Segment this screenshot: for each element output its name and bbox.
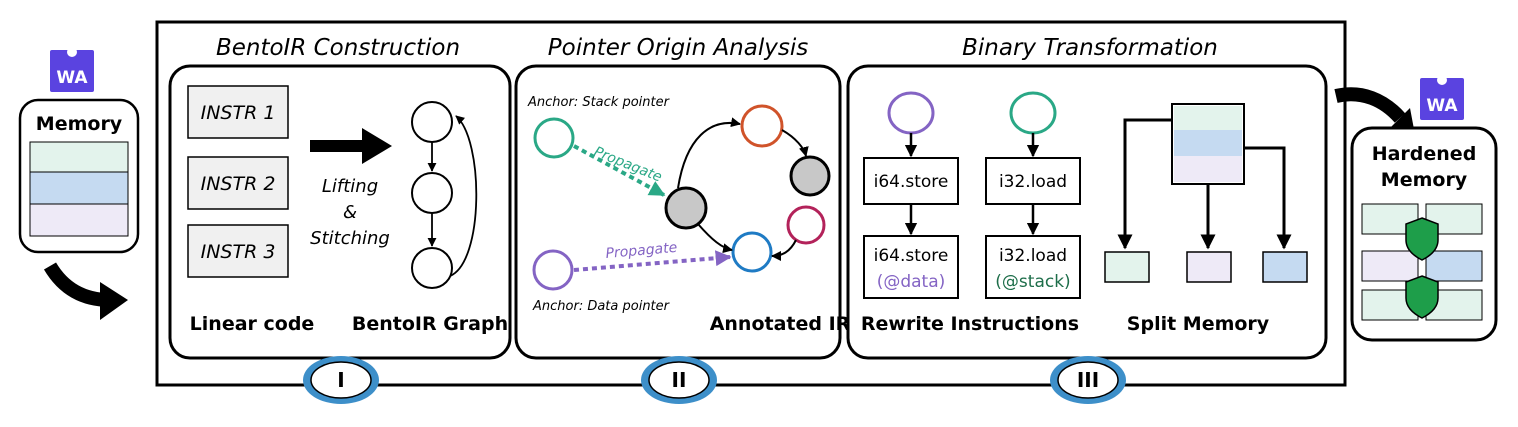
- split-block-green: [1104, 251, 1150, 283]
- split-source-green: [1174, 106, 1242, 130]
- input-curved-arrow-head: [100, 282, 128, 320]
- input-memory-label: Memory: [36, 113, 123, 135]
- split-memory-label: Split Memory: [1127, 313, 1270, 335]
- store-tag-text: (@data): [877, 272, 946, 292]
- hardened-label-2: Memory: [1381, 169, 1468, 191]
- numeral-inner-3: [1057, 361, 1119, 399]
- propagate-data-arrow: [573, 250, 732, 272]
- lifting-arrow: [310, 128, 392, 164]
- ir-node-gray-right: [789, 155, 831, 197]
- ir-edge-gray-blue: [697, 223, 733, 254]
- section-analysis: Pointer Origin Analysis Anchor: Stack po…: [514, 35, 851, 404]
- hardened-block-blue: [1425, 250, 1483, 282]
- input-module: WA Memory: [18, 47, 140, 320]
- construction-title: BentoIR Construction: [216, 35, 460, 61]
- analysis-title: Pointer Origin Analysis: [548, 35, 808, 61]
- store-rewritten-text: i64.store: [874, 246, 949, 266]
- load-pointer-node: [1009, 91, 1057, 135]
- numeral-text-3: III: [1077, 368, 1099, 392]
- output-module: WA Hardened Memory: [1334, 75, 1498, 342]
- propagate-data-text: Propagate: [605, 240, 678, 262]
- ir-node-red: [740, 104, 784, 148]
- wa-badge-notch: [67, 47, 77, 57]
- hardened-wa-badge-icon: [1420, 78, 1464, 120]
- numeral-inner-2: [648, 361, 710, 399]
- annotated-ir-label: Annotated IR: [710, 313, 851, 335]
- input-badge-text: WA: [56, 68, 88, 88]
- ir-node-gray-center: [664, 186, 708, 230]
- bento-node-1: [411, 101, 453, 143]
- ir-node-magenta: [786, 205, 826, 245]
- ir-edge-gray-red: [677, 117, 741, 189]
- split-source-blue: [1174, 130, 1242, 156]
- linear-code-label: Linear code: [190, 313, 315, 335]
- memory-segment-blue: [29, 171, 129, 205]
- ir-edge-magenta-blue: [771, 239, 797, 261]
- anchor-stack-label: Anchor: Stack pointer: [527, 95, 671, 110]
- load-rewritten-box: [985, 235, 1081, 299]
- load-original-text: i32.load: [999, 172, 1067, 192]
- lifting-text-1: Lifting: [322, 176, 378, 197]
- instr-label-2: INSTR 2: [201, 173, 276, 195]
- shield-icon: [1405, 217, 1439, 261]
- pipeline-frame: [155, 20, 1347, 387]
- ir-edge-red-gray: [781, 129, 809, 157]
- bento-node-2: [411, 172, 453, 214]
- load-original-box: [985, 157, 1081, 205]
- split-edge-blue: [1244, 146, 1292, 250]
- instr-box-3: [187, 224, 289, 278]
- numeral-inner-1: [310, 361, 372, 399]
- section-transformation: Binary Transformation i64.store i64.stor…: [846, 35, 1328, 404]
- lifting-text-2: &: [343, 202, 357, 223]
- anchor-data-label: Anchor: Data pointer: [532, 299, 671, 314]
- ir-node-blue: [731, 231, 773, 273]
- transformation-title: Binary Transformation: [962, 35, 1218, 61]
- instr-label-1: INSTR 1: [201, 102, 276, 124]
- hardened-block-green-right: [1425, 203, 1483, 235]
- data-anchor-node: [532, 249, 574, 291]
- hardened-block-lavender: [1361, 250, 1419, 282]
- store-original-box: [863, 157, 959, 205]
- numeral-text-1: I: [337, 368, 344, 392]
- rewrite-label: Rewrite Instructions: [861, 313, 1079, 335]
- propagate-stack-arrow: [573, 144, 666, 197]
- section-construction: BentoIR Construction INSTR 1 INSTR 2 INS…: [168, 35, 512, 404]
- split-edge-green: [1117, 118, 1172, 250]
- load-rewritten-text: i32.load: [999, 246, 1067, 266]
- memory-segment-lavender: [29, 203, 129, 237]
- lifting-text-3: Stitching: [310, 228, 390, 249]
- stack-anchor-node: [533, 117, 575, 159]
- hardened-label-1: Hardened: [1372, 143, 1477, 165]
- bento-node-3: [411, 247, 453, 289]
- store-pointer-node: [887, 91, 935, 135]
- wa-badge-icon: [50, 50, 94, 92]
- split-block-blue: [1262, 251, 1308, 283]
- output-badge-text: WA: [1426, 96, 1458, 116]
- split-block-lavender: [1186, 251, 1232, 283]
- store-original-text: i64.store: [874, 172, 949, 192]
- output-curved-arrow-body: [1334, 87, 1406, 123]
- memory-segment-green: [29, 141, 129, 173]
- hardened-wa-badge-notch: [1437, 75, 1447, 85]
- bento-back-edge: [449, 115, 478, 277]
- instr-box-2: [187, 156, 289, 210]
- numeral-text-2: II: [672, 368, 687, 392]
- store-rewritten-box: [863, 235, 959, 299]
- bento-graph-label: BentoIR Graph: [352, 313, 508, 335]
- instr-box-1: [187, 85, 289, 139]
- shield-icon-lower: [1405, 275, 1439, 319]
- load-tag-text: (@stack): [995, 272, 1070, 292]
- instr-label-3: INSTR 3: [201, 241, 276, 263]
- split-source-lavender: [1174, 156, 1242, 182]
